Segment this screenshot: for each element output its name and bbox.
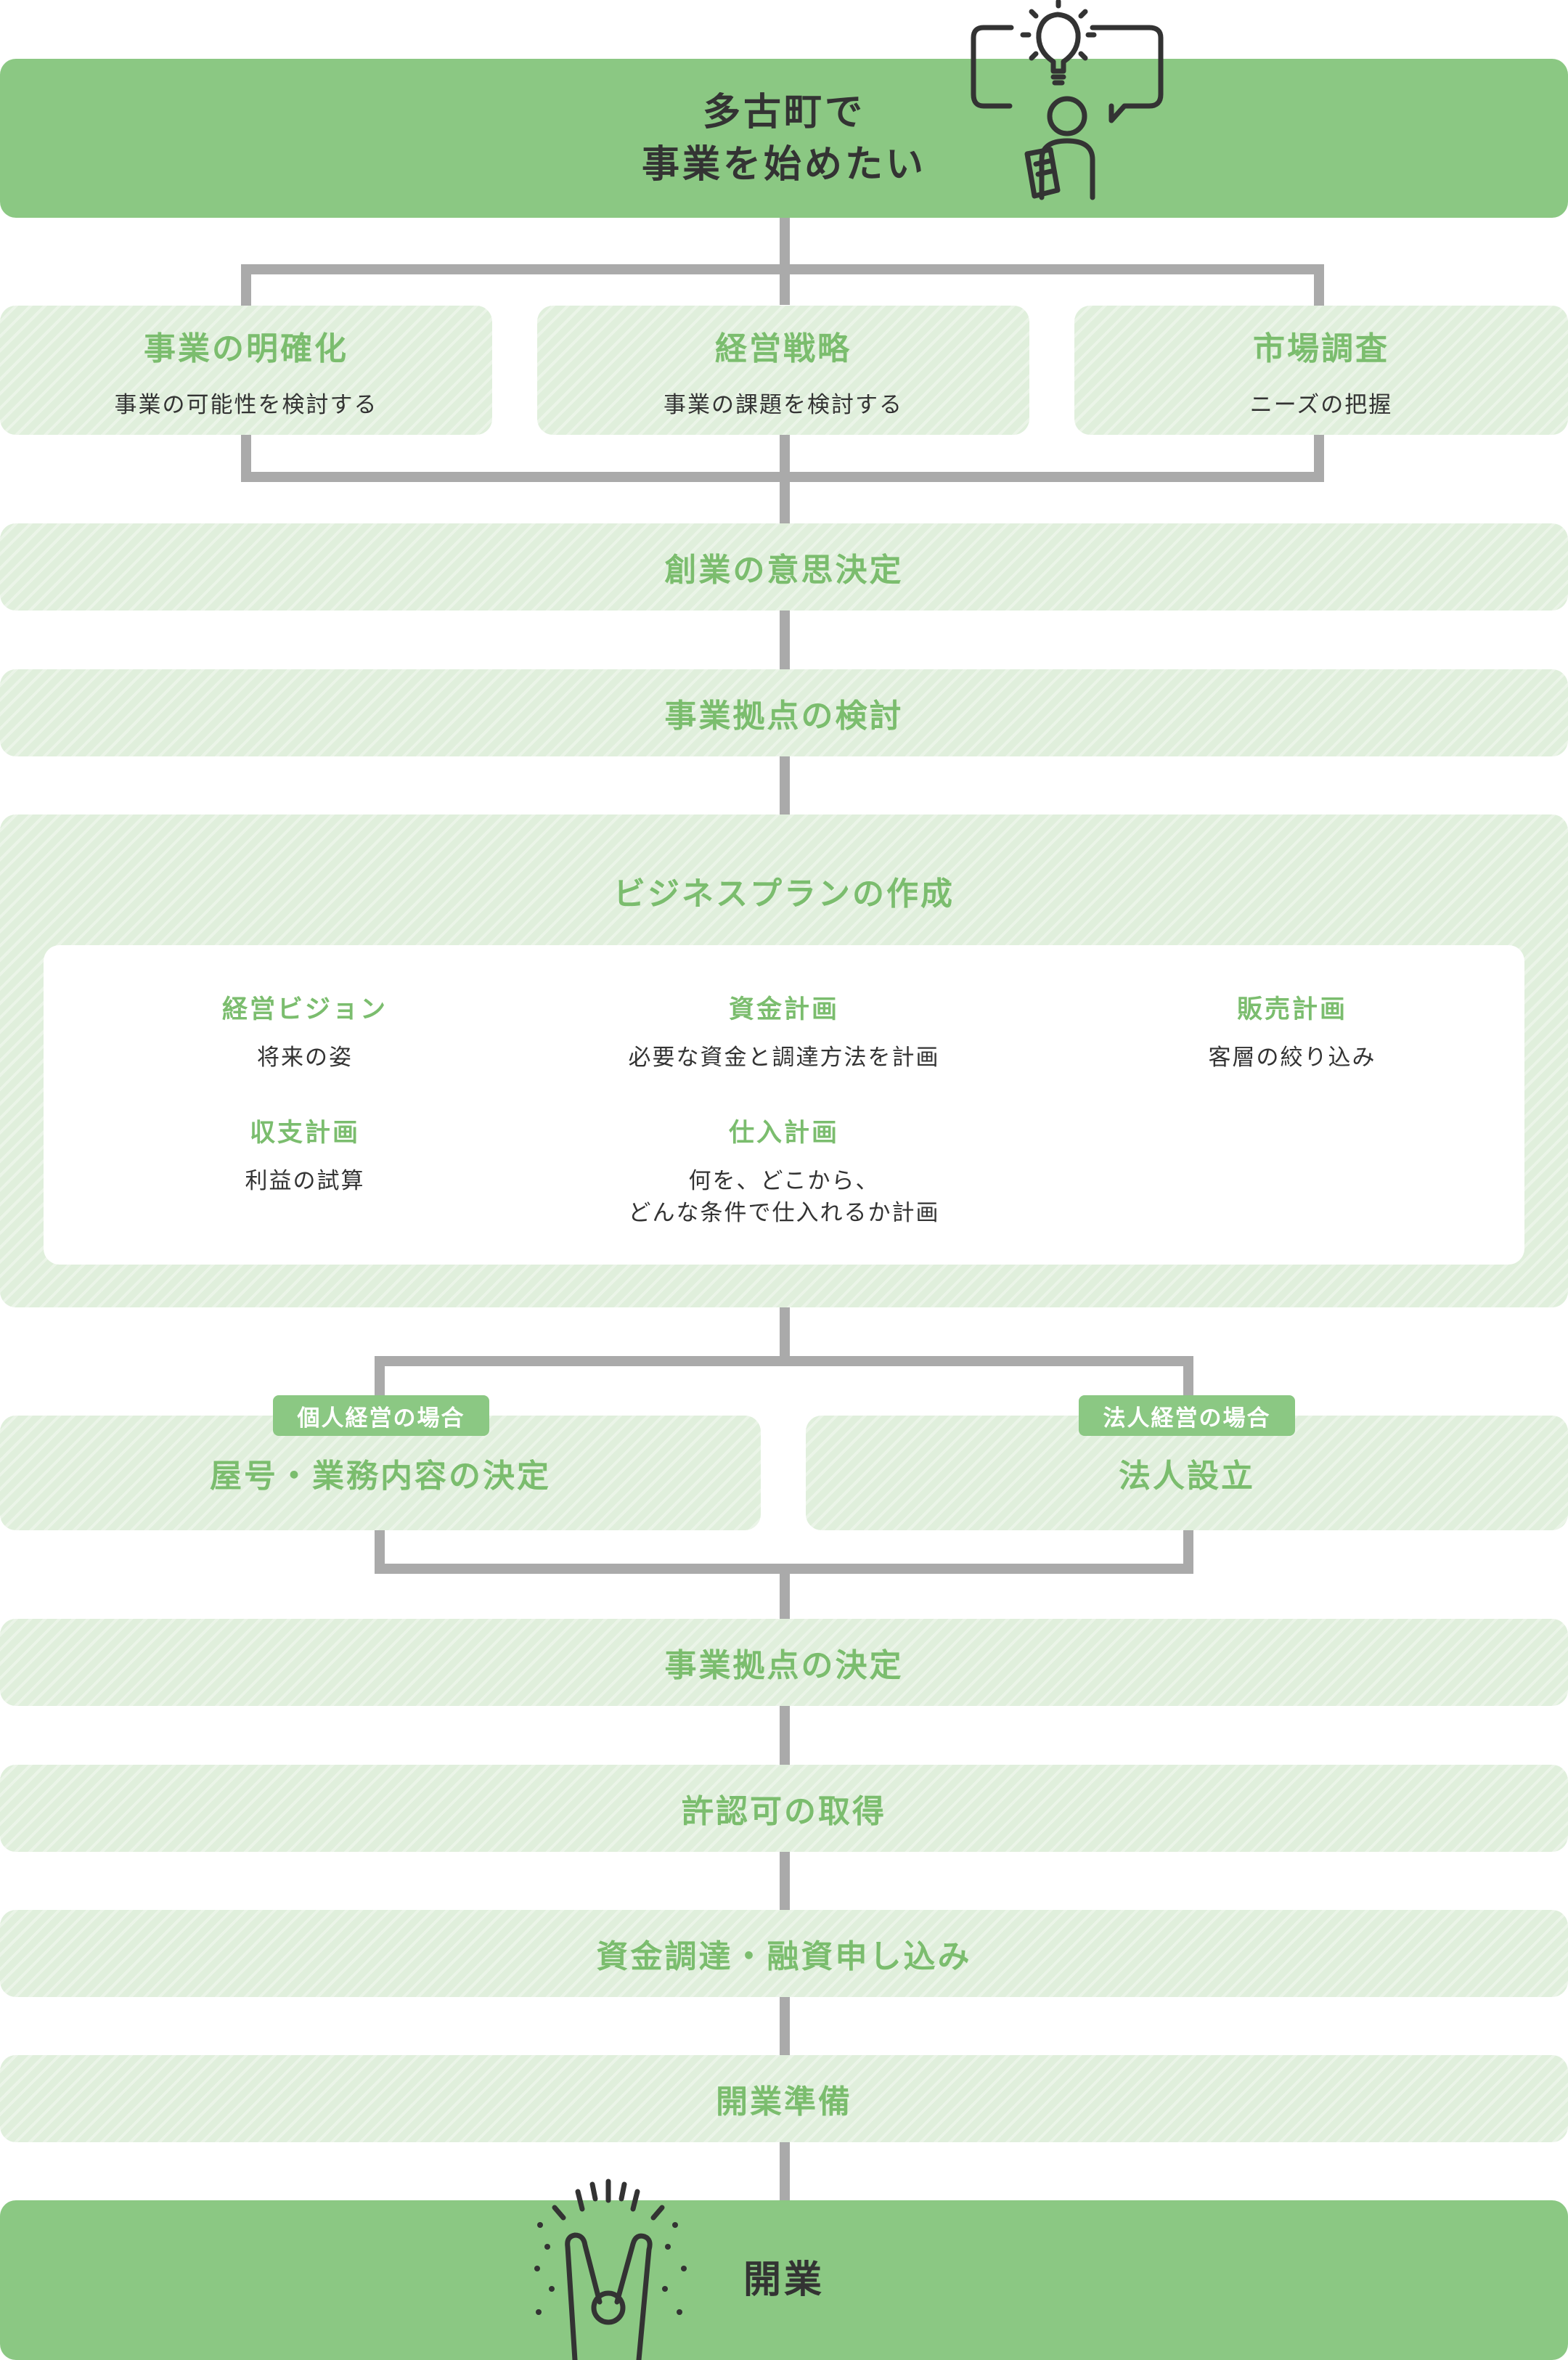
plan-item-title: 経営ビジョン (221, 995, 388, 1024)
branch-title: 事業の明確化 (144, 330, 348, 367)
plan-item-title: 販売計画 (1236, 995, 1347, 1024)
plan-item-title: 資金計画 (728, 995, 839, 1024)
step-decision: 創業の意思決定 (0, 523, 1568, 611)
end-title: 開業 (743, 2258, 825, 2302)
step-label: 事業拠点の決定 (664, 1647, 904, 1684)
business-plan-inner-card: 経営ビジョン 将来の姿 資金計画 必要な資金と調達方法を計画 販売計画 客層の絞… (44, 945, 1524, 1265)
end-box: 開業 (0, 2200, 1568, 2360)
start-title-line2: 事業を始めたい (641, 142, 926, 187)
connector-start-to-branches (780, 218, 790, 305)
plan-item-desc: 客層の絞り込み (1208, 1045, 1376, 1071)
split-sole-proprietor: 屋号・業務内容の決定 (0, 1416, 761, 1530)
step-label: 資金調達・融資申し込み (596, 1938, 972, 1975)
step-label: 事業拠点の検討 (664, 698, 904, 735)
step-funding: 資金調達・融資申し込み (0, 1910, 1568, 1997)
branch-desc: ニーズの把握 (1249, 391, 1393, 418)
split-title: 法人設立 (1119, 1458, 1255, 1495)
step-license: 許認可の取得 (0, 1765, 1568, 1852)
step-label: 創業の意思決定 (664, 552, 904, 589)
split-title: 屋号・業務内容の決定 (210, 1458, 551, 1495)
plan-item-desc: 利益の試算 (245, 1168, 365, 1194)
plan-item-desc: 必要な資金と調達方法を計画 (628, 1045, 940, 1071)
start-title-line1: 多古町で (702, 90, 865, 134)
idea-person-icon (971, 0, 1164, 200)
branch-business-clarification: 事業の明確化 事業の可能性を検討する (0, 306, 492, 435)
plan-item-vision: 経営ビジョン 将来の姿 (116, 989, 494, 1074)
plan-item-income: 収支計画 利益の試算 (116, 1112, 494, 1197)
branch-desc: 事業の課題を検討する (663, 391, 903, 418)
branch-market-research: 市場調査 ニーズの把握 (1074, 306, 1568, 435)
step-base-decision: 事業拠点の決定 (0, 1619, 1568, 1706)
celebrating-hand-icon (534, 2179, 687, 2360)
connector-split-top-h (375, 1356, 1193, 1366)
branch-title: 経営戦略 (715, 330, 852, 367)
step-label: 開業準備 (716, 2083, 852, 2120)
badge-sole-proprietor: 個人経営の場合 (273, 1395, 489, 1436)
plan-item-desc: 将来の姿 (257, 1045, 353, 1071)
branch-desc: 事業の可能性を検討する (114, 391, 378, 418)
plan-item-title: 仕入計画 (728, 1119, 839, 1148)
step-base-review: 事業拠点の検討 (0, 669, 1568, 756)
business-plan-title-wrap: ビジネスプランの作成 (0, 858, 1568, 923)
plan-item-desc-line2: どんな条件で仕入れるか計画 (628, 1200, 940, 1226)
connector-branch-top-h (241, 264, 1324, 274)
start-box: 多古町で 事業を始めたい (0, 59, 1568, 218)
business-plan-title: ビジネスプランの作成 (613, 875, 955, 912)
plan-item-desc-line1: 何を、どこから、 (688, 1168, 880, 1194)
connector-main-spine-1 (780, 428, 790, 820)
connector-main-spine-2 (780, 1564, 790, 2217)
branch-title: 市場調査 (1253, 330, 1389, 367)
step-prep: 開業準備 (0, 2055, 1568, 2142)
plan-item-purchasing: 仕入計画 何を、どこから、 どんな条件で仕入れるか計画 (566, 1112, 1002, 1229)
plan-item-sales: 販売計画 客層の絞り込み (1103, 989, 1481, 1074)
connector-plan-to-split (780, 1307, 790, 1365)
plan-item-funding: 資金計画 必要な資金と調達方法を計画 (566, 989, 1002, 1074)
business-plan-section: ビジネスプランの作成 経営ビジョン 将来の姿 資金計画 必要な資金と調達方法を計… (0, 814, 1568, 1307)
badge-corporation: 法人経営の場合 (1079, 1395, 1295, 1436)
branch-management-strategy: 経営戦略 事業の課題を検討する (537, 306, 1029, 435)
plan-item-title: 収支計画 (249, 1119, 360, 1148)
step-label: 許認可の取得 (682, 1793, 886, 1830)
